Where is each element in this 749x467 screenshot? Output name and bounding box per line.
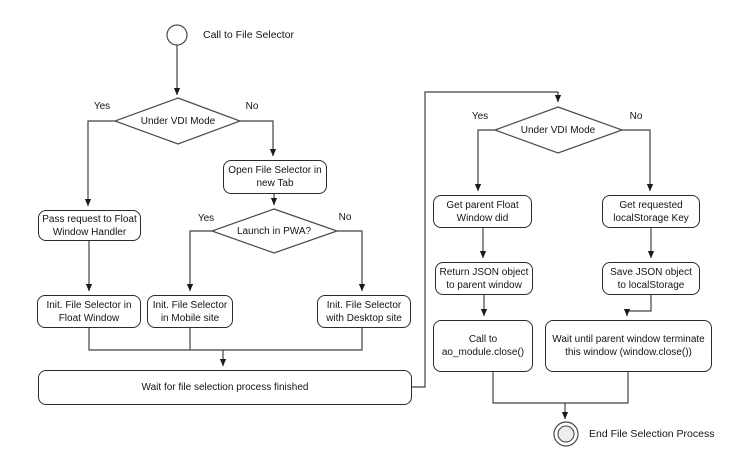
- decision-under-vdi-right: [493, 106, 624, 154]
- process-pass-request-float-window-handler: Pass request to Float Window Handler: [38, 210, 141, 241]
- edge-init-merge-lines: [88, 328, 363, 351]
- process-get-requested-localstorage-key: Get requested localStorage Key: [602, 195, 700, 228]
- edge-vdi-yes-to-pass-request: [84, 120, 115, 207]
- process-init-file-selector-desktop-site: Init. File Selector with Desktop site: [317, 295, 411, 328]
- edge-label-no-pwa: No: [338, 212, 352, 223]
- process-call-ao-module-close: Call to ao_module.close(): [433, 320, 533, 372]
- start-node: [166, 24, 188, 46]
- decision-launch-in-pwa-label: Launch in PWA?: [236, 225, 312, 237]
- process-get-parent-float-window-did: Get parent Float Window did: [433, 195, 532, 228]
- edge-close-merge-lines: [492, 372, 629, 404]
- end-node-inner: [557, 425, 575, 443]
- edge-save-json-to-wait-terminate: [623, 295, 652, 317]
- edge-label-no-vdi-right: No: [629, 111, 643, 122]
- decision-under-vdi-left: [113, 97, 242, 145]
- edge-label-no-vdi-left: No: [245, 101, 259, 112]
- end-node-label: End File Selection Process: [589, 428, 715, 440]
- edge-vdi-right-yes-to-get-parent: [474, 129, 495, 192]
- edge-vdi-right-no-to-get-key: [622, 129, 654, 192]
- process-wait-parent-window-terminate: Wait until parent window terminate this …: [545, 320, 712, 372]
- process-wait-file-selection-finished: Wait for file selection process finished: [38, 370, 412, 405]
- edge-label-yes-vdi-right: Yes: [471, 111, 489, 122]
- decision-under-vdi-left-label: Under VDI Mode: [140, 115, 216, 127]
- start-node-label: Call to File Selector: [203, 29, 295, 41]
- process-init-file-selector-mobile-site: Init. File Selector in Mobile site: [147, 295, 233, 328]
- process-open-file-selector-new-tab: Open File Selector in new Tab: [223, 160, 327, 194]
- process-return-json-to-parent-window: Return JSON object to parent window: [435, 262, 533, 295]
- process-init-file-selector-float-window: Init. File Selector in Float Window: [37, 295, 141, 328]
- edge-wait-to-vdi-right: [412, 91, 562, 388]
- decision-launch-in-pwa: [210, 208, 339, 254]
- edge-pwa-no-to-init-desktop: [337, 230, 366, 292]
- edge-pwa-yes-to-init-mobile: [186, 230, 212, 292]
- edge-label-yes-pwa: Yes: [197, 213, 215, 224]
- process-save-json-to-localstorage: Save JSON object to localStorage: [602, 262, 700, 295]
- decision-under-vdi-right-label: Under VDI Mode: [520, 124, 596, 136]
- edge-label-yes-vdi-left: Yes: [93, 101, 111, 112]
- edge-vdi-no-to-open-tab: [240, 120, 277, 157]
